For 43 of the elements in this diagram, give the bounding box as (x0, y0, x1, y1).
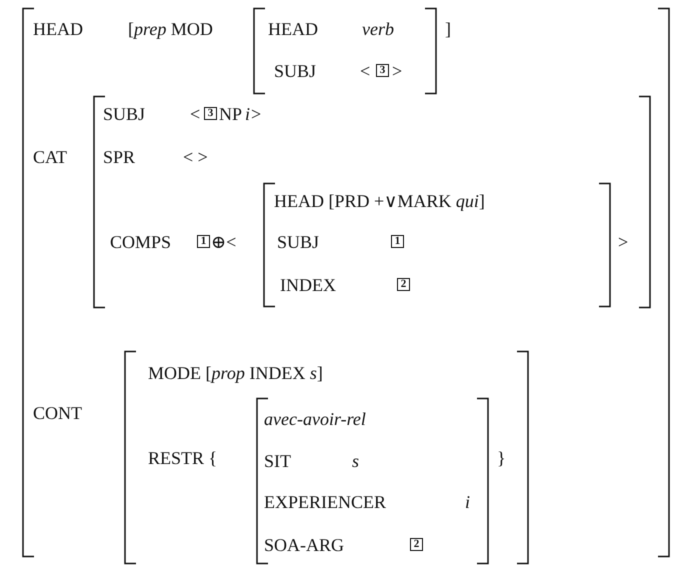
feature-text: SUBJ (103, 104, 146, 124)
feature-text: s (352, 451, 360, 471)
feature-text: HEAD [PRD +∨MARK qui] (274, 191, 485, 211)
feature-text: SIT (264, 451, 291, 471)
feature-text: HEAD (268, 19, 318, 39)
attribute-value-matrix (93, 96, 651, 308)
feature-text: SUBJ (277, 232, 320, 252)
feature-text: COMPS (110, 232, 172, 252)
feature-text: [prep MOD (128, 19, 213, 39)
feature-text: ⊕< (211, 232, 236, 252)
structure-sharing-tag: 1 (391, 235, 404, 248)
feature-text: HEAD (33, 19, 83, 39)
feature-text: avec-avoir-rel (264, 409, 366, 429)
attribute-value-matrix (263, 183, 611, 307)
feature-text: CAT (33, 147, 68, 167)
structure-sharing-tag: 3 (376, 64, 389, 77)
feature-text: < (190, 104, 200, 124)
feature-text: verb (362, 19, 394, 39)
attribute-value-matrix (256, 398, 489, 564)
feature-text: ] (445, 19, 451, 39)
attribute-value-matrix (253, 8, 437, 94)
structure-sharing-tag: 2 (410, 538, 423, 551)
feature-text: < (360, 61, 370, 81)
feature-text: SOA-ARG (264, 535, 344, 555)
feature-text: > (392, 61, 402, 81)
feature-text: NP (219, 104, 242, 124)
feature-text: EXPERIENCER (264, 492, 386, 512)
structure-sharing-tag: 3 (204, 107, 217, 120)
feature-text: > (251, 104, 262, 124)
feature-text: RESTR { (148, 448, 218, 468)
attribute-value-matrix (124, 351, 529, 564)
feature-text: } (497, 448, 506, 468)
feature-text: < > (183, 147, 208, 167)
feature-text: CONT (33, 403, 82, 423)
feature-text: > (618, 232, 628, 252)
structure-sharing-tag: 2 (397, 278, 410, 291)
structure-sharing-tag: 1 (197, 235, 210, 248)
feature-text: MODE [prop INDEX s] (148, 363, 323, 383)
feature-text: SUBJ (274, 61, 316, 81)
feature-text: SPR (103, 147, 136, 167)
feature-text: INDEX (280, 275, 336, 295)
feature-text: i (465, 492, 470, 512)
feature-text: i (245, 104, 250, 124)
